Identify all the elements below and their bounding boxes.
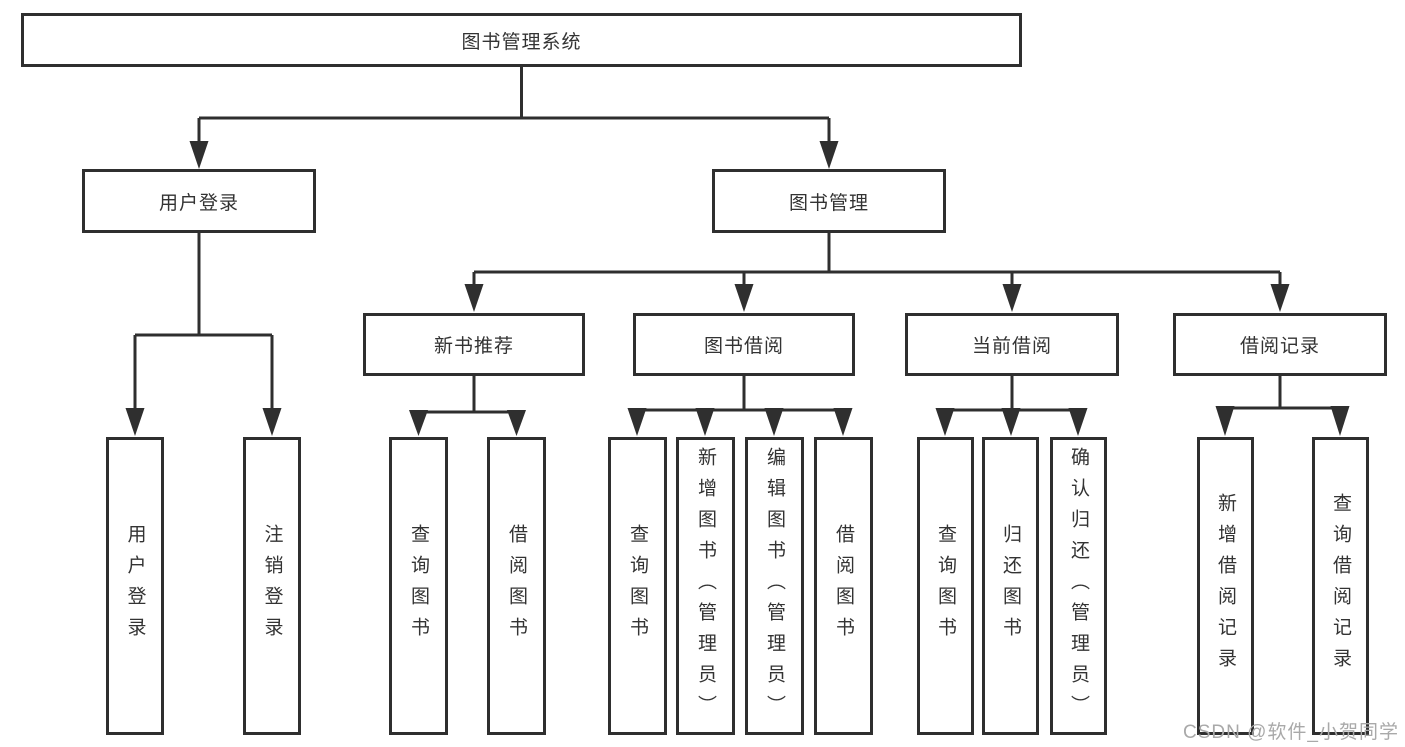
node-label: 新增图书（管理员） [695, 446, 716, 726]
leaf-query-books-current: 查询图书 [917, 437, 974, 735]
node-new-book-recommend: 新书推荐 [363, 313, 585, 376]
arrowhead-icon [1215, 406, 1235, 436]
arrowhead-icon [507, 410, 526, 436]
node-book-borrowing: 图书借阅 [633, 313, 855, 376]
node-label: 图书借阅 [703, 336, 784, 357]
node-label: 借阅图书 [506, 524, 527, 648]
connector-book-borrowing-to-leaves [637, 376, 843, 412]
leaf-add-borrow-record: 新增借阅记录 [1197, 437, 1254, 735]
node-label: 查询借阅记录 [1330, 493, 1351, 679]
connector-root-to-level2 [197, 67, 831, 146]
connector-current-borrowing-to-leaves [945, 376, 1078, 412]
node-label: 借阅记录 [1239, 336, 1320, 357]
node-user-login: 用户登录 [82, 169, 316, 233]
leaf-confirm-return-admin: 确认归还（管理员） [1050, 437, 1107, 735]
arrowhead-icon [409, 410, 428, 436]
node-current-borrowing: 当前借阅 [905, 313, 1119, 376]
connector-user-login-to-leaves [133, 233, 274, 412]
leaf-user-login: 用户登录 [106, 437, 164, 735]
node-label: 借阅图书 [833, 524, 854, 648]
connector-borrowing-records-to-leaves [1225, 376, 1340, 410]
arrowhead-icon [1001, 408, 1021, 436]
node-book-management: 图书管理 [712, 169, 946, 233]
node-label: 注销登录 [261, 524, 283, 648]
leaf-query-books-borrowing: 查询图书 [608, 437, 667, 735]
leaf-return-books: 归还图书 [982, 437, 1039, 735]
leaf-query-borrow-record: 查询借阅记录 [1312, 437, 1369, 735]
arrowhead-icon [764, 408, 784, 436]
node-label: 新增借阅记录 [1215, 493, 1236, 679]
leaf-add-books-admin: 新增图书（管理员） [676, 437, 735, 735]
connector-book-management-to-level3 [472, 233, 1282, 288]
arrowhead-icon [189, 141, 209, 169]
node-label: 当前借阅 [971, 336, 1052, 357]
arrowhead-icon [125, 408, 145, 436]
leaf-borrow-books-borrowing: 借阅图书 [814, 437, 873, 735]
node-label: 查询图书 [935, 524, 956, 648]
node-label: 用户登录 [158, 192, 239, 214]
leaf-query-books-recommend: 查询图书 [389, 437, 448, 735]
arrowhead-icon [734, 284, 754, 312]
arrowhead-icon [819, 141, 839, 169]
arrowhead-icon [627, 408, 647, 436]
arrowhead-icon [262, 408, 282, 436]
arrowhead-icon [695, 408, 715, 436]
leaf-edit-books-admin: 编辑图书（管理员） [745, 437, 804, 735]
arrowhead-icon [935, 408, 955, 436]
leaf-logout: 注销登录 [243, 437, 301, 735]
csdn-watermark: CSDN @软件_小贺同学 [1183, 722, 1399, 743]
node-label: 确认归还（管理员） [1068, 446, 1089, 726]
node-borrowing-records: 借阅记录 [1173, 313, 1387, 376]
leaf-borrow-books-recommend: 借阅图书 [487, 437, 546, 735]
node-label: 用户登录 [124, 524, 146, 648]
node-label: 编辑图书（管理员） [764, 446, 785, 726]
arrowhead-icon [1002, 284, 1022, 312]
node-label: 查询图书 [408, 524, 429, 648]
arrowhead-icon [1330, 406, 1350, 436]
arrowhead-icon [1068, 408, 1088, 436]
arrowhead-icon [833, 408, 853, 436]
connector-new-book-recommend-to-leaves [418, 376, 517, 414]
arrowhead-icon [1270, 284, 1290, 312]
node-label: 归还图书 [1000, 524, 1021, 648]
node-book-management-system: 图书管理系统 [21, 13, 1022, 67]
node-label: 查询图书 [627, 524, 648, 648]
node-label: 新书推荐 [433, 336, 514, 357]
node-label: 图书管理 [788, 192, 869, 214]
node-label: 图书管理系统 [461, 31, 582, 53]
arrowhead-icon [464, 284, 484, 312]
